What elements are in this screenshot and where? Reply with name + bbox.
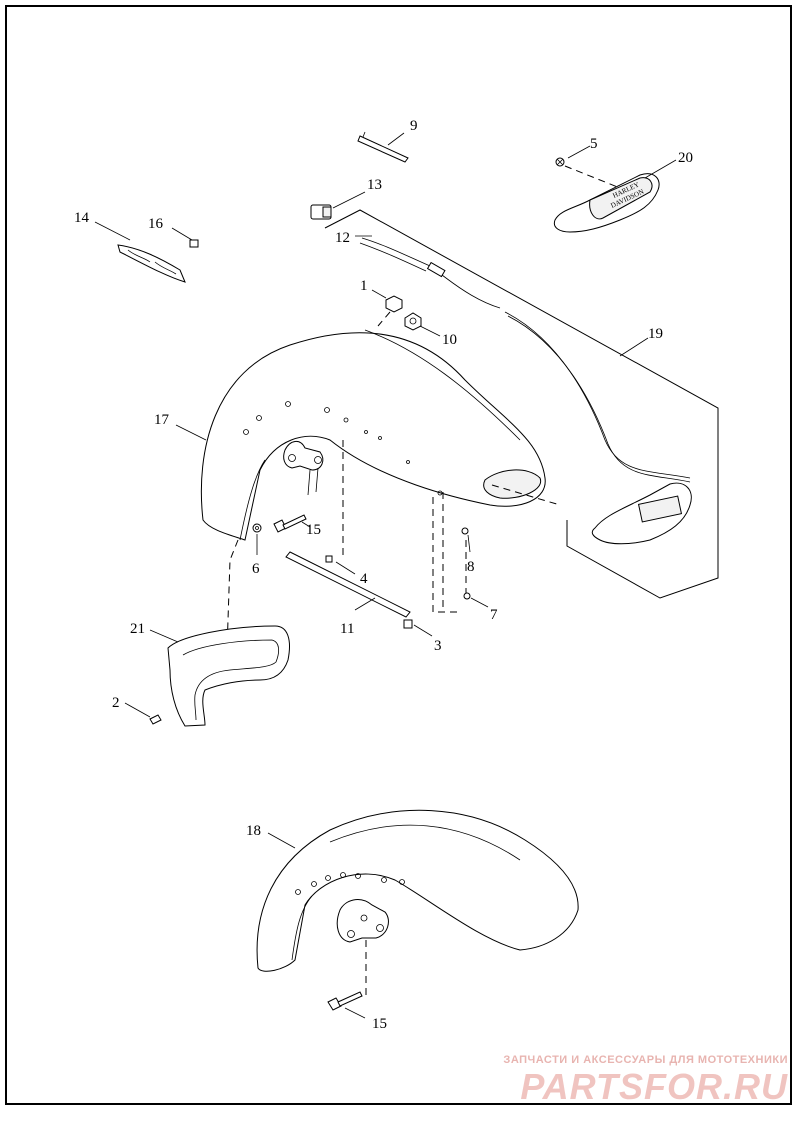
part-1-nut [385, 295, 403, 313]
part-8-screw [461, 527, 469, 535]
callout-12: 12 [335, 230, 350, 246]
callout-14: 14 [74, 210, 90, 226]
callout-5: 5 [590, 136, 598, 152]
callout-15-rear: 15 [306, 522, 321, 538]
part-5-screw [555, 157, 565, 167]
part-15-bolt-rear [273, 514, 307, 533]
callout-10: 10 [442, 332, 457, 348]
part-20-fender-tip: HARLEY DAVIDSON [553, 173, 660, 233]
callout-11: 11 [340, 621, 354, 637]
callout-20: 20 [678, 150, 693, 166]
part-18-front-fender [256, 809, 579, 972]
part-15-bolt-front [327, 991, 363, 1011]
watermark-caption: ЗАПЧАСТИ И АКСЕССУАРЫ ДЛЯ МОТОТЕХНИКИ [503, 1054, 788, 1066]
callout-2: 2 [112, 695, 120, 711]
part-9-clip [357, 131, 409, 163]
part-12-wiring-harness [359, 237, 691, 483]
callout-18: 18 [246, 823, 261, 839]
part-4-screw [325, 555, 333, 563]
callout-3: 3 [434, 638, 442, 654]
part-6-washer [252, 523, 262, 533]
callout-21: 21 [130, 621, 145, 637]
part-17-rear-fender [200, 329, 546, 541]
part-7-screw [463, 592, 471, 600]
part-14-emblem [117, 244, 186, 283]
callout-15-front: 15 [372, 1016, 387, 1032]
part-3-screw [403, 619, 413, 629]
callout-17: 17 [154, 412, 170, 428]
part-16-clip [189, 239, 199, 248]
diagram-frame [5, 5, 792, 1105]
watermark-logo: PARTSFOR.RU [520, 1066, 788, 1107]
part-2-screw [149, 714, 162, 725]
callout-7: 7 [490, 607, 498, 623]
callout-19: 19 [648, 326, 663, 342]
callout-8: 8 [467, 559, 475, 575]
part-10-nut [404, 312, 422, 331]
callout-6: 6 [252, 561, 260, 577]
callout-9: 9 [410, 118, 418, 134]
callout-1: 1 [360, 278, 368, 294]
part-11-trim-strip [285, 551, 411, 618]
part-21-support [167, 625, 290, 727]
rear-fender-inset-outline [324, 209, 719, 599]
watermark: ЗАПЧАСТИ И АКСЕССУАРЫ ДЛЯ МОТОТЕХНИКИ PA… [488, 1048, 788, 1107]
callout-4: 4 [360, 571, 368, 587]
callout-16: 16 [148, 216, 164, 232]
callout-13: 13 [367, 177, 382, 193]
part-13-connector [310, 204, 332, 220]
part-19-tail-housing [591, 482, 692, 545]
